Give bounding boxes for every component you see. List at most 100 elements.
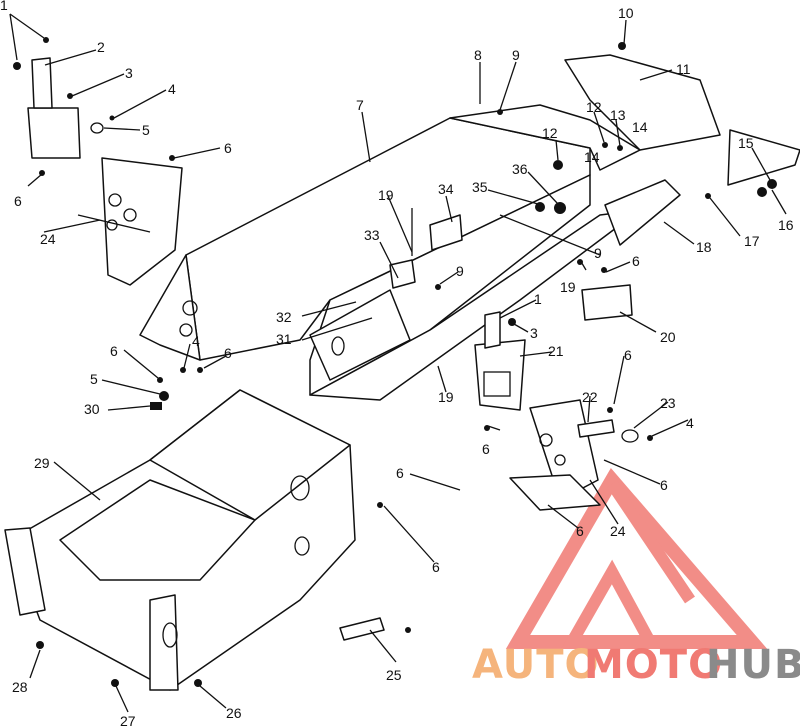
part-29-front-flange	[4, 527, 46, 616]
fastener-16a	[757, 187, 767, 197]
label-26: 26	[226, 705, 242, 721]
part-29-rear-wall	[149, 389, 351, 521]
label-25: 25	[386, 667, 402, 683]
fastener-5b	[159, 391, 169, 401]
fastener-9b	[435, 284, 441, 290]
label-1c: 1	[534, 291, 542, 307]
tunnel-front-flange	[139, 254, 201, 361]
part-34-bracket	[429, 214, 463, 251]
leader-36	[527, 171, 559, 205]
leader-4b	[183, 343, 191, 369]
watermark-wordmark: AUTO MOTO HUB	[472, 642, 800, 688]
label-20: 20	[660, 329, 676, 345]
fastener-6a	[169, 155, 175, 161]
label-4: 4	[168, 81, 176, 97]
part-21-bracket	[474, 339, 526, 411]
leader-24a	[43, 219, 101, 233]
chassis-hole-1	[290, 475, 310, 501]
label-12b: 12	[542, 125, 558, 141]
part-29-floor	[59, 479, 256, 581]
fastener-13	[617, 145, 623, 151]
label-35: 35	[472, 179, 488, 195]
leader-6d	[123, 349, 159, 379]
plate-hole-c	[106, 219, 118, 231]
label-14b: 14	[584, 149, 600, 165]
part-24-rod	[77, 214, 151, 233]
watermark-moto: MOTO	[584, 642, 723, 688]
leader-1	[9, 13, 18, 61]
label-23: 23	[660, 395, 676, 411]
label-9: 9	[512, 47, 520, 63]
leader-18	[663, 221, 695, 245]
label-6g: 6	[624, 347, 632, 363]
leader-26	[199, 685, 227, 709]
fastener-26	[194, 679, 202, 687]
plate-hole-a	[108, 193, 122, 207]
watermark-hub: HUB	[706, 642, 800, 688]
leader-7	[361, 111, 371, 163]
leader-6e	[203, 355, 227, 369]
leader-6h	[383, 505, 435, 563]
chassis-hole-2	[294, 536, 310, 556]
leader-30	[107, 405, 151, 411]
bulkhead-hole	[331, 336, 345, 356]
fastener-10	[618, 42, 626, 50]
leader-lines	[9, 13, 787, 713]
leader-6c	[605, 261, 631, 273]
leader-17	[709, 197, 741, 237]
leader-12	[593, 111, 605, 143]
watermark-triangle-inner	[561, 559, 661, 648]
label-6f: 6	[482, 441, 490, 457]
part-24-plate-left	[101, 157, 183, 286]
leader-15	[751, 147, 771, 181]
leader-13	[615, 119, 621, 147]
leader-3b	[513, 323, 529, 333]
label-32: 32	[276, 309, 292, 325]
label-12: 12	[586, 99, 602, 115]
part-3-rear-bracket	[484, 311, 501, 349]
label-6k: 6	[396, 465, 404, 481]
label-6h: 6	[432, 559, 440, 575]
leader-22	[587, 395, 591, 423]
part-2-bracket	[27, 107, 81, 159]
label-34: 34	[438, 181, 454, 197]
leader-4c	[651, 419, 689, 437]
lower-chassis	[4, 389, 385, 691]
chassis-tunnel	[139, 117, 641, 401]
leader-1b	[9, 13, 45, 39]
right-plate-hole-a	[539, 433, 553, 447]
part-2-arm	[31, 57, 53, 109]
label-6: 6	[224, 140, 232, 156]
tunnel-bulkhead	[309, 289, 411, 381]
label-36: 36	[512, 161, 528, 177]
label-28: 28	[12, 679, 28, 695]
label-6b: 6	[14, 193, 22, 209]
part-21-slots	[483, 371, 511, 397]
label-9b: 9	[456, 263, 464, 279]
fastener-9a	[497, 109, 503, 115]
label-13: 13	[610, 107, 626, 123]
leader-6j	[603, 459, 661, 485]
fastener-16b	[767, 179, 777, 189]
part-11-flap	[564, 54, 721, 151]
chassis-hole-3	[162, 622, 178, 648]
leader-1c	[499, 299, 537, 319]
label-11: 11	[676, 61, 691, 77]
label-8: 8	[474, 47, 482, 63]
part-20-block	[581, 284, 633, 321]
leader-6g	[613, 355, 625, 405]
fastener-5	[90, 122, 104, 134]
part-25-angle	[339, 617, 385, 641]
leader-5	[103, 127, 141, 131]
label-19c: 19	[560, 279, 576, 295]
fastener-12b	[553, 160, 563, 170]
label-6l: 6	[576, 523, 584, 539]
label-6c: 6	[632, 253, 640, 269]
fastener-4c	[647, 435, 653, 441]
leader-6a	[173, 147, 221, 159]
tunnel-hole-1	[182, 300, 198, 316]
leader-6k	[409, 473, 461, 491]
leader-25	[369, 629, 397, 663]
leader-2	[44, 49, 97, 66]
